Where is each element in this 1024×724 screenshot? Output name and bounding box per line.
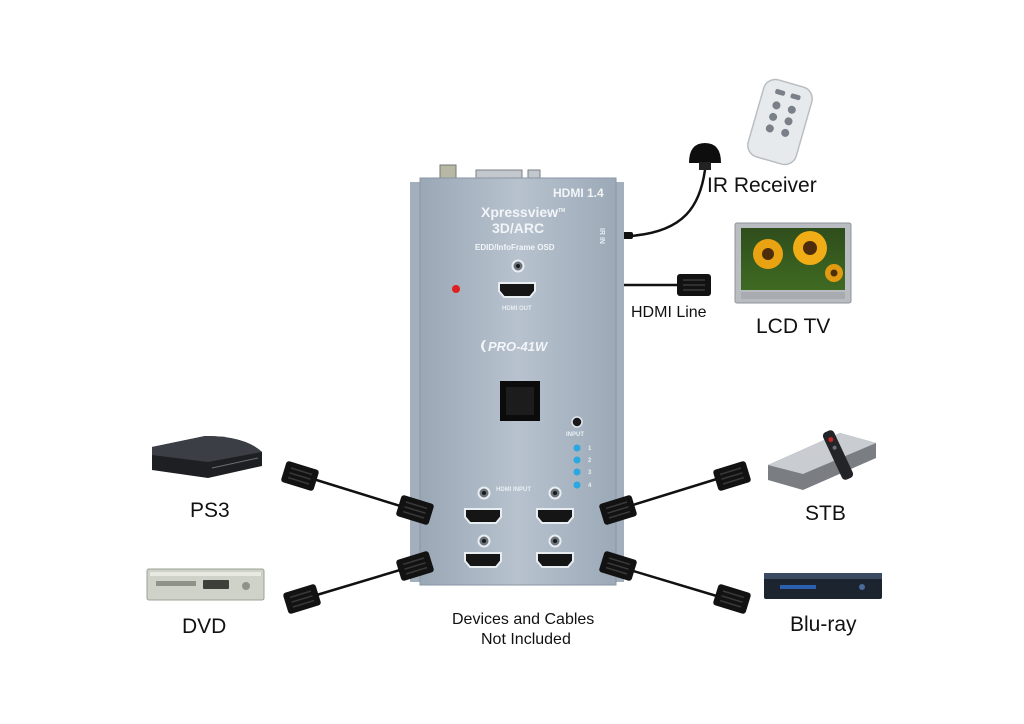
brand-tm: TM [558,208,565,214]
hdmi-out-jack [511,259,525,273]
brand-name: Xpressview [481,204,558,220]
dvd-plug-far [281,582,323,616]
hdmi-switch-device: HDMI 1.4 Xpressview TM 3D/ARC EDID/InfoF… [410,164,624,586]
bluray-cable [619,565,721,599]
input-2-port [536,508,574,524]
input-select-button [571,416,583,428]
dvd-player-icon [146,568,265,601]
ir-cable [629,169,707,238]
hdmi-tv-plug [676,273,712,297]
input-1-jack [477,486,491,500]
devices-note-line1: Devices and Cables [452,611,594,628]
ir-receiver-label: IR Receiver [707,174,817,197]
hdmi-out-port [498,282,536,298]
model-line: 3D/ARC [492,220,544,236]
input-4-jack [548,534,562,548]
input-2-jack [548,486,562,500]
feature-text: EDID/InfoFrame OSD [475,243,555,252]
input-led-2: 2 [573,456,592,464]
hdmi-input-text: HDMI INPUT [496,487,531,493]
hdmi-line-label: HDMI Line [631,304,707,321]
hdmi-version-text: HDMI 1.4 [553,186,604,200]
bluray-plug-far [711,582,753,616]
ps3-plug-far [279,459,321,493]
ps3-label: PS3 [190,499,230,522]
hdmi-out-text: HDMI OUT [502,306,532,312]
input-text: INPUT [566,432,584,438]
input-4-port [536,552,574,568]
input-led-1: 1 [573,444,592,452]
bluray-label: Blu-ray [790,613,857,636]
input-led-3-label: 3 [588,470,592,476]
stb-label: STB [805,502,846,525]
input-3-jack [477,534,491,548]
ir-receiver-icon [689,143,721,170]
stb-plug-far [711,459,753,493]
pro-logo: PRO-41W [481,339,549,354]
input-1-port [464,508,502,524]
ps3-cable [309,476,411,511]
lcd-tv-icon [734,222,852,304]
input-led-4: 4 [573,481,592,489]
ir-in-text: IR IN [598,228,605,244]
devices-note-line2: Not Included [481,631,571,648]
input-led-1-label: 1 [588,446,592,452]
power-led [452,285,460,293]
input-led-3: 3 [573,468,592,476]
input-led-4-label: 4 [588,483,592,489]
dvd-label: DVD [182,615,226,638]
stb-receiver-icon [768,430,876,490]
input-led-2-label: 2 [588,458,592,464]
pro-logo-text: PRO-41W [488,339,549,354]
input-3-port [464,552,502,568]
ps3-console-icon [152,436,262,478]
stb-cable [619,476,721,511]
bluray-player-icon [764,573,882,599]
lcd-tv-label: LCD TV [756,315,830,338]
dvd-cable [309,565,411,599]
remote-control-icon [747,78,813,166]
